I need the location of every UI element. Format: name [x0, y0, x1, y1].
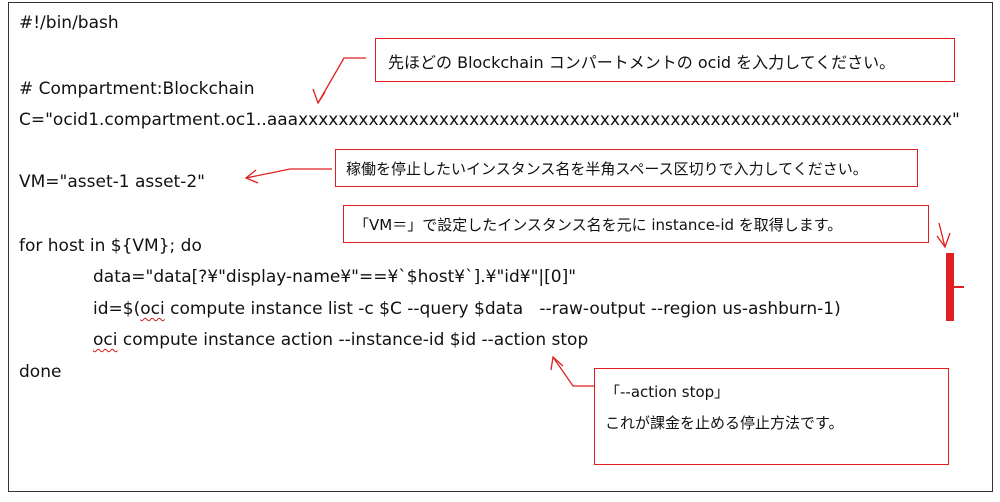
instance-id-callout: 「VM＝」で設定したインスタンス名を元に instance-id を取得します。	[343, 205, 929, 243]
oci-command: oci	[93, 330, 118, 350]
compartment-ocid-line: C="ocid1.compartment.oc1..aaaxxxxxxxxxxx…	[19, 110, 960, 130]
action-arrow	[552, 356, 594, 387]
action-callout-body: これが課金を止める停止方法です。	[605, 414, 844, 432]
document-frame	[8, 2, 993, 492]
loop-body-brace	[946, 253, 964, 321]
action-callout-title: 「--action stop」	[605, 383, 730, 401]
action-arrowhead	[550, 355, 564, 371]
shebang-line: #!/bin/bash	[19, 13, 119, 33]
instance-id-arrow	[938, 222, 946, 248]
instance-list-args: compute instance list -c $C --query $dat…	[164, 299, 841, 319]
vm-callout: 稼働を停止したいインスタンス名を半角スペース区切りで入力してください。	[335, 149, 918, 187]
data-query-line: data="data[?¥"display-name¥"==¥`$host¥`]…	[93, 267, 577, 287]
vm-arrow	[245, 168, 332, 179]
id-prefix: id=$(	[93, 299, 141, 319]
instance-list-line: id=$(oci compute instance list -c $C --q…	[93, 299, 841, 319]
action-stop-callout: 「--action stop」 これが課金を止める停止方法です。	[594, 368, 949, 465]
ocid-arrow	[317, 57, 366, 104]
ocid-arrowhead	[312, 88, 326, 105]
for-loop-line: for host in ${VM}; do	[19, 236, 202, 256]
instance-action-line: oci compute instance action --instance-i…	[93, 330, 588, 350]
instance-id-arrowhead	[936, 232, 951, 249]
oci-command: oci	[140, 299, 165, 319]
done-line: done	[19, 362, 62, 382]
vm-list-line: VM="asset-1 asset-2"	[19, 172, 205, 192]
vm-arrowhead	[244, 169, 259, 184]
ocid-callout: 先ほどの Blockchain コンパートメントの ocid を入力してください…	[375, 38, 955, 82]
instance-action-args: compute instance action --instance-id $i…	[117, 330, 589, 350]
compartment-comment: # Compartment:Blockchain	[19, 79, 255, 99]
